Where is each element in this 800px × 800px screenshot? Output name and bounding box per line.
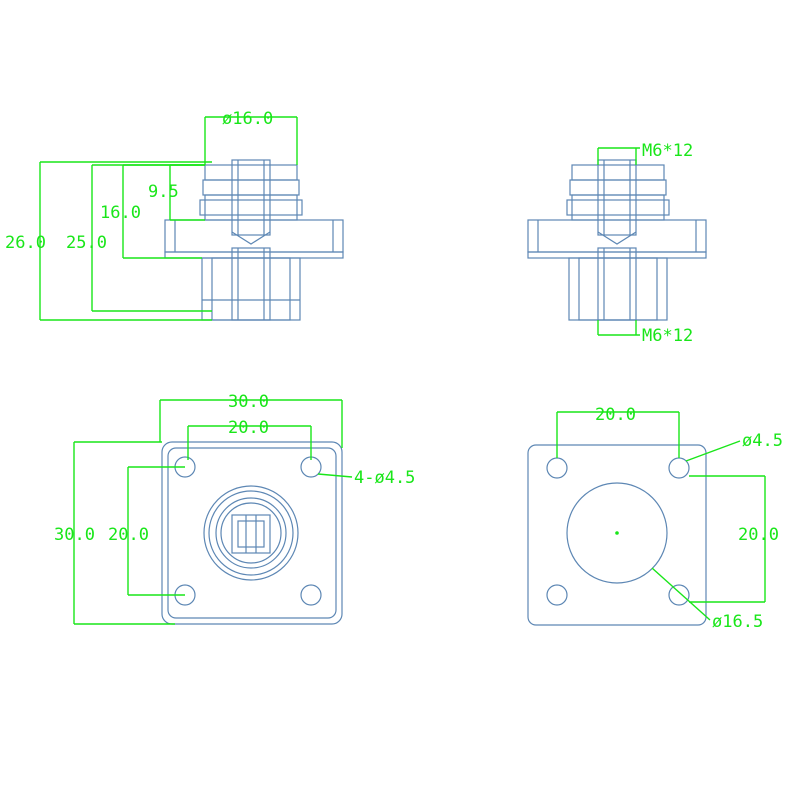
front-view <box>164 159 344 321</box>
bottom-hole-bl <box>546 584 568 606</box>
side-dimensions: M6*12 M6*12 <box>597 141 693 346</box>
bottom-plate-outer <box>527 444 707 626</box>
front-height-body-label: 25.0 <box>66 233 107 253</box>
bottom-center-diameter-label: ø16.5 <box>712 612 763 632</box>
bottom-hole-diameter-label: ø4.5 <box>742 431 783 451</box>
top-hole-br <box>300 584 322 606</box>
front-top-diameter-label: ø16.0 <box>222 109 273 129</box>
front-height-top-label: 9.5 <box>148 182 179 202</box>
front-height-total-label: 26.0 <box>5 233 46 253</box>
bottom-center-circle <box>566 482 668 584</box>
top-height-holes-label: 20.0 <box>108 525 149 545</box>
top-height-outer-label: 30.0 <box>54 525 95 545</box>
side-thread-top-label: M6*12 <box>642 141 693 161</box>
top-width-outer-label: 30.0 <box>228 392 269 412</box>
front-flange <box>164 219 344 253</box>
side-thread-bottom-label: M6*12 <box>642 326 693 346</box>
front-height-upper-label: 16.0 <box>100 203 141 223</box>
top-view <box>161 441 343 625</box>
side-flange <box>527 219 707 253</box>
top-hole-callout-label: 4-ø4.5 <box>354 468 415 488</box>
side-view <box>527 159 707 321</box>
bottom-width-holes-label: 20.0 <box>595 405 636 425</box>
front-lower-body <box>201 257 301 321</box>
bottom-hole-tl <box>546 457 568 479</box>
front-dimensions: ø16.0 26.0 25.0 16.0 9.5 <box>5 109 298 321</box>
top-width-holes-label: 20.0 <box>228 418 269 438</box>
top-plate-outer <box>161 441 343 625</box>
bottom-dimensions: 20.0 ø4.5 20.0 ø16.5 <box>556 405 783 632</box>
front-top-cap <box>204 164 298 181</box>
bottom-view <box>527 444 707 626</box>
bottom-hole-br <box>668 584 690 606</box>
top-dimensions: 30.0 20.0 30.0 20.0 4-ø4.5 <box>54 392 415 625</box>
bottom-height-holes-label: 20.0 <box>738 525 779 545</box>
